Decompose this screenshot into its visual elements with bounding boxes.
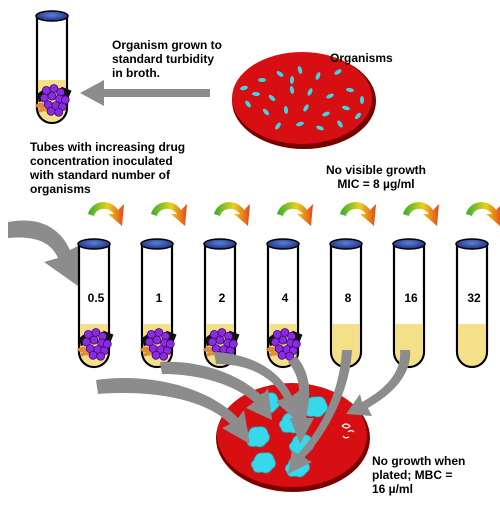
mic-label: No visible growth MIC = 8 µg/ml [326,163,427,191]
organisms-label: Organisms [330,51,393,65]
test-tube-icon [139,238,177,369]
tube-concentration-label: 1 [156,291,163,305]
mbc-label: No growth when plated; MBC = 16 µ/ml [372,454,466,496]
large-curved-arrow-icon [8,220,82,286]
bacteria-cluster-icon [139,328,177,361]
tube-concentration-label: 4 [282,291,289,305]
curved-arrow-icon [88,202,124,226]
tube-concentration-label: 0.5 [88,291,105,305]
bacteria-cluster-icon [34,84,72,117]
curved-arrow-icon [277,202,313,226]
test-tube-icon [455,238,489,369]
tube-concentration-label: 2 [219,291,226,305]
grown-label: Organism grown to standard turbidity in … [112,38,223,80]
transfer-arrow [80,80,210,106]
test-tube-icon [265,238,303,369]
curved-arrow-icon [151,202,187,226]
colony-icon [250,452,276,474]
tubes-note-label: Tubes with increasing drug concentration… [30,140,186,196]
dilution-arrows [88,202,500,226]
tube-concentration-label: 32 [467,291,481,305]
test-tube-icon [34,10,72,125]
test-tube-icon [202,238,240,369]
tube-row: 0.5 1 2 4 8 16 32 [76,238,489,369]
broth-tube-icon [34,10,72,125]
curved-arrow-icon [466,202,500,226]
source-petri-dish [232,52,376,149]
curved-arrow-icon [403,202,439,226]
test-tube-icon [76,238,114,369]
bacteria-cluster-icon [76,328,114,361]
curved-arrow-icon [340,202,376,226]
curved-arrow-icon [214,202,250,226]
tube-concentration-label: 16 [404,291,418,305]
plating-arrows [96,350,411,474]
bacteria-cluster-icon [265,328,303,361]
tube-concentration-label: 8 [345,291,352,305]
